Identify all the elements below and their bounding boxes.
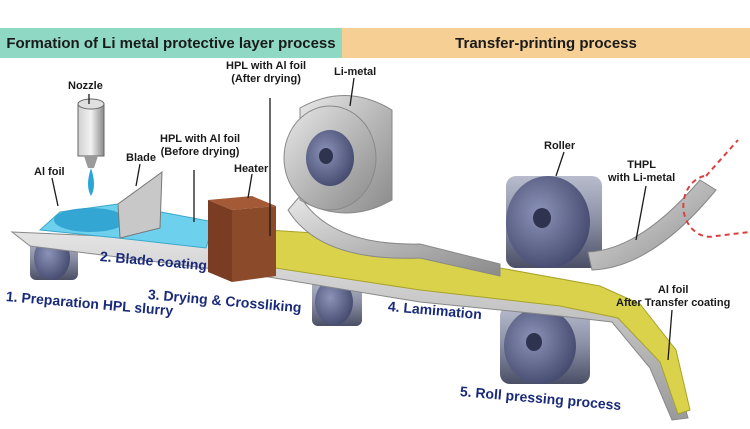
leader-lines (51, 77, 673, 361)
label-hpl-after: HPL with Al foil (After drying) (226, 60, 306, 86)
label-al-foil-after: Al foil After Transfer coating (616, 284, 730, 310)
slurry-pool (54, 208, 126, 232)
li-metal-strip (287, 195, 501, 277)
label-li-metal: Li-metal (334, 66, 377, 78)
top-press-roller (506, 176, 602, 268)
label-nozzle: Nozzle (68, 80, 103, 92)
label-hpl-before: HPL with Al foil (Before drying) (160, 133, 240, 159)
label-hpl-after-line1: HPL with Al foil (226, 60, 307, 72)
label-heater: Heater (234, 163, 269, 175)
nozzle-device (77, 98, 105, 196)
label-thpl-line2: with Li-metal (608, 172, 676, 184)
label-thpl-line1: THPL (627, 159, 656, 171)
label-roller: Roller (544, 140, 576, 152)
label-blade: Blade (126, 152, 156, 164)
label-al-foil-after-line2: After Transfer coating (616, 297, 731, 309)
blade-shape (117, 170, 163, 239)
label-hpl-before-line2: (Before drying) (160, 146, 240, 158)
header-transfer: Transfer-printing process (342, 28, 750, 58)
label-al-foil: Al foil (34, 166, 65, 178)
li-metal-roll (283, 95, 393, 214)
label-hpl-before-line1: HPL with Al foil (160, 133, 241, 145)
label-hpl-after-line2: (After drying) (231, 73, 301, 85)
label-thpl: THPL with Li-metal (608, 159, 675, 185)
bottom-press-roller (500, 306, 590, 384)
coated-film (235, 227, 691, 415)
thpl-strip (587, 179, 717, 271)
label-al-foil-after-line1: Al foil (657, 284, 689, 296)
header-formation: Formation of Li metal protective layer p… (0, 28, 342, 58)
highlight-circle (682, 139, 750, 238)
heater-block (208, 196, 276, 282)
